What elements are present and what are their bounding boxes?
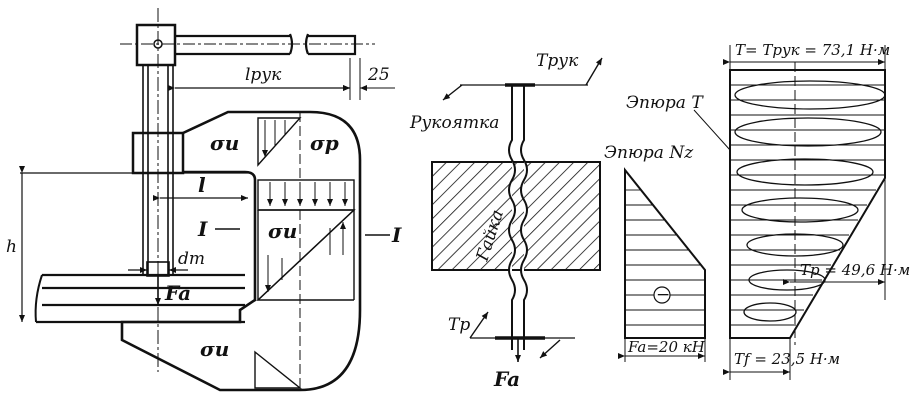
minus-sign-circle (653, 286, 671, 304)
press-frame-view: lрук 25 h l I I (6, 8, 402, 392)
c-frame-outline (120, 110, 362, 392)
handle-bar-2 (304, 33, 357, 56)
tension-stress-block (257, 179, 355, 211)
label-section-left: I (197, 217, 208, 241)
label-minus-sign: − (656, 285, 670, 305)
screw-head (135, 23, 177, 67)
screw-nut-view: Трук Рукоятка Гайка Тр Fa (409, 51, 603, 391)
label-f-a-value: Fa=20 кН (627, 338, 706, 356)
label-t-p-value: Тр = 49,6 Н·м (800, 261, 910, 279)
handle-bar-1 (175, 33, 294, 56)
label-t-p: Тр (448, 315, 470, 335)
epure-nz-outline (624, 167, 706, 339)
label-f-a-middle: Fa (493, 367, 520, 391)
label-sigma-p: σр (310, 131, 339, 155)
label-t-ruk: Трук (536, 51, 579, 71)
label-epure-t: Эпюра Т (626, 93, 704, 113)
epure-views: − Эпюра Nz Fa=20 кН (604, 41, 910, 380)
label-f-a-left: Fa (164, 281, 191, 305)
screw-shaft (142, 65, 174, 275)
label-t-f-value: Тf = 23,5 Н·м (734, 350, 840, 368)
label-section-right: I (391, 223, 402, 247)
label-sigma-u-bottom: σи (200, 337, 229, 361)
label-dim-25: 25 (367, 65, 390, 85)
worktable (36, 273, 245, 324)
label-sigma-u-top: σи (210, 131, 239, 155)
label-t-top: Т= Трук = 73,1 Н·м (735, 41, 890, 59)
label-sigma-u-mid: σи (268, 219, 297, 243)
label-d-t: dт (178, 249, 205, 269)
epure-t-outline (729, 69, 886, 339)
screw-thread (508, 85, 528, 350)
bending-stress-top (257, 117, 302, 167)
nut-hatched-block (431, 161, 601, 271)
label-epure-nz: Эпюра Nz (604, 143, 694, 163)
label-l-ruk: lрук (245, 65, 282, 85)
label-handle: Рукоятка (409, 113, 499, 133)
label-h: h (6, 237, 17, 257)
label-l: l (198, 173, 206, 197)
bending-stress-bottom (254, 350, 302, 389)
